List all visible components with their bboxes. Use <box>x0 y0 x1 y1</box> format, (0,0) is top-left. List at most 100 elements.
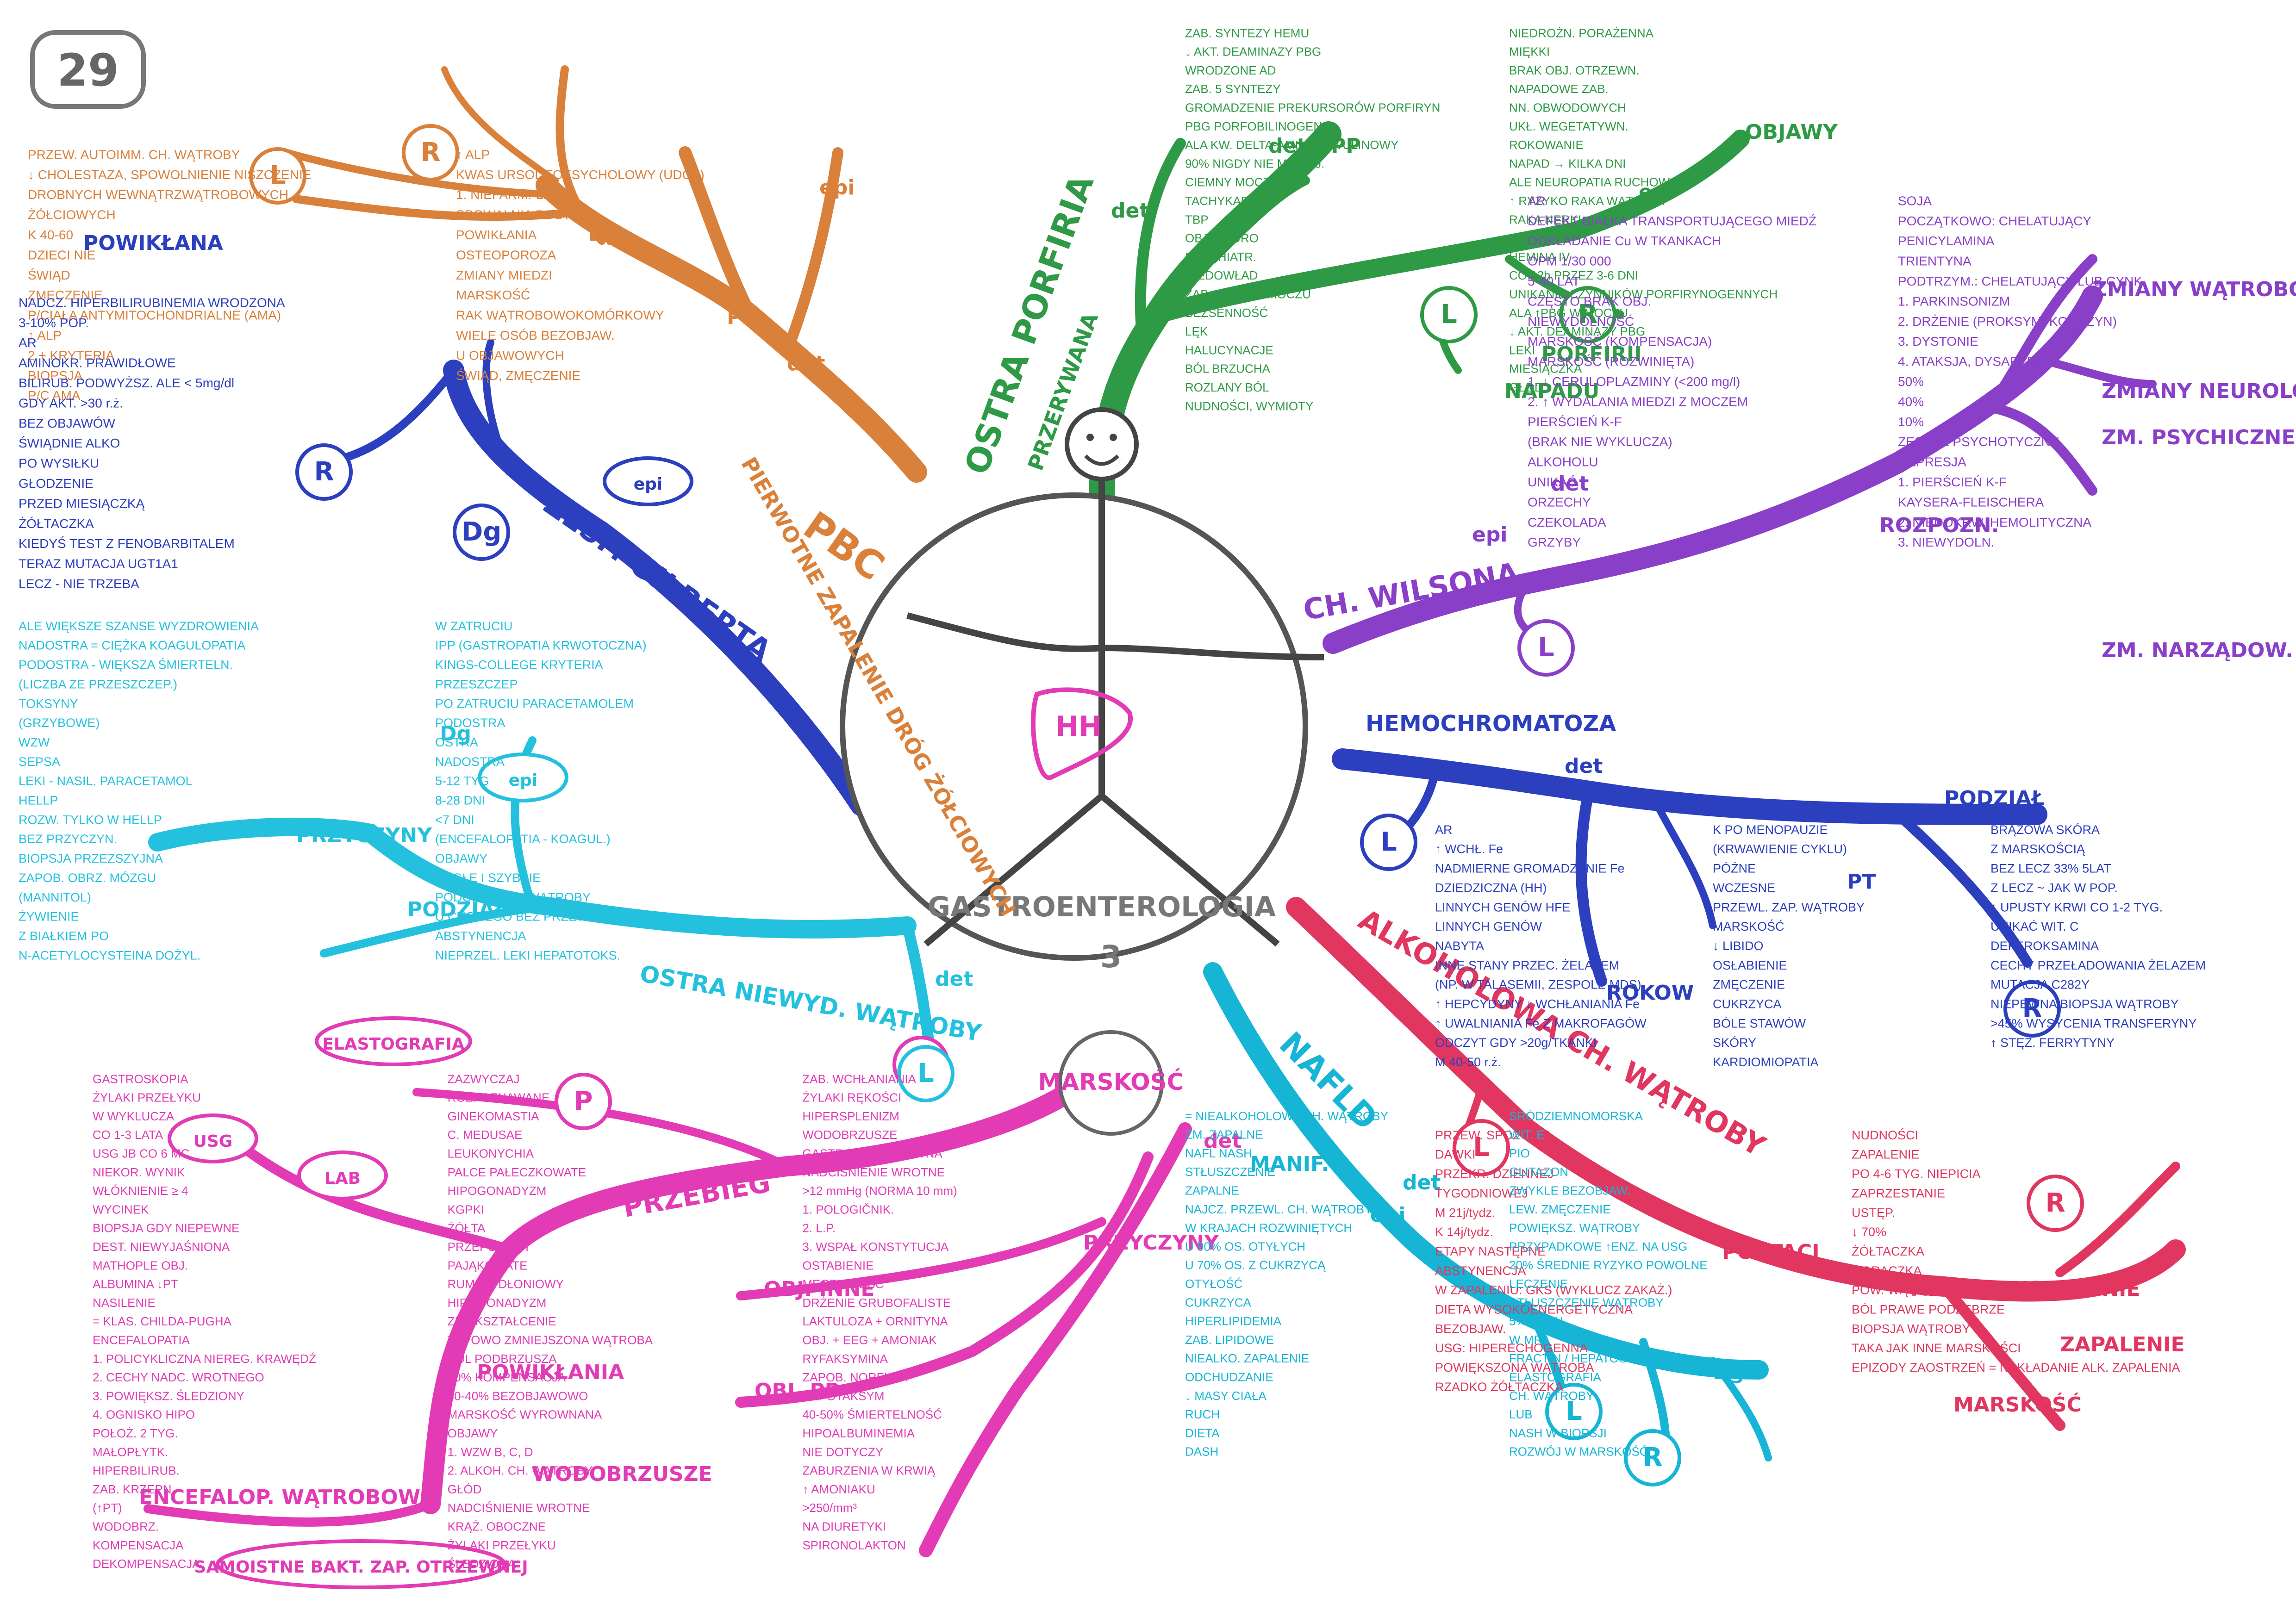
marskosc-note: NIE DOTYCZY <box>802 1445 883 1459</box>
niewydolnosc-notes: ALE WIĘKSZE SZANSE WYZDROWIENIANADOSTRA … <box>19 619 647 962</box>
marskosc-note: NIEKOR. WYNIK <box>93 1165 185 1179</box>
niewydolnosc-marker-text: epi <box>509 771 538 790</box>
porfiria-note: ZAB. ODDAW. MOCZU <box>1185 287 1311 301</box>
center-tag: MARSKOŚĆ <box>1038 1068 1184 1095</box>
hemochromatoza-note: ↑ WCHŁ. Fe <box>1435 842 1503 856</box>
niewydolnosc-marker-dg: Dg <box>440 722 471 746</box>
marskosc-note: OSTABIENIE <box>802 1258 873 1272</box>
alkohol-marker-postaci: POSTACI <box>1722 1240 1820 1264</box>
marskosc-note: HIPOGONADYZM <box>448 1184 547 1198</box>
nafld-note: POWIĘKSZ. WĄTROBY <box>1509 1221 1640 1235</box>
marskosc-note: ALBUMINA ↓PT <box>93 1277 178 1291</box>
alkohol-note: PO 4-6 TYG. NIEPICIA <box>1852 1167 1981 1181</box>
pbc-note: 1. NIEFARM.-LEKI <box>456 187 564 202</box>
wilson-note: ORZECHY <box>1528 495 1591 509</box>
porfiria-note: NN. OBWODOWYCH <box>1509 101 1626 115</box>
marskosc-marker-text: PRZYCZYNY <box>1083 1231 1219 1255</box>
nafld-note: WIT. E <box>1509 1128 1545 1142</box>
niewydolnosc-note: OBJAWY <box>435 852 487 865</box>
wilson-note: CZĘSTO BRAK OBJ. <box>1528 294 1651 308</box>
hemochromatoza-note: ↑ UPUSTY KRWI CO 1-2 TYG. <box>1990 900 2163 914</box>
wilson-marker-epi: epi <box>1472 523 1507 547</box>
niewydolnosc-note: PRZESZCZEP <box>435 677 518 691</box>
niewydolnosc-marker-text: det <box>935 967 973 991</box>
gilbert-marker-dg: Dg <box>453 504 510 561</box>
niewydolnosc-note: 8-28 DNI <box>435 794 485 808</box>
alkohol-note: GORĄCZKA <box>1852 1264 1922 1278</box>
marskosc-note: BÓL PODBRZUSZA <box>448 1352 557 1366</box>
marskosc-note: DEKOMPENSACJA <box>93 1557 200 1571</box>
pbc-marker-text: epi <box>819 176 855 199</box>
porfiria-marker-epi: epi <box>1639 180 1674 204</box>
pbc-marker-text: L <box>269 161 286 191</box>
pbc-note: U OBJAWOWYCH <box>456 348 564 362</box>
hemochromatoza-marker-det: det <box>1565 754 1603 778</box>
marskosc-note: SPIRONOLAKTON <box>802 1538 905 1552</box>
wilson-note: TRIENTYNA <box>1898 254 1972 268</box>
nafld-note: ŚRÓDZIEMNOMORSKA <box>1509 1109 1643 1123</box>
marskosc-note: WŁÓKNIENIE ≥ 4 <box>93 1184 188 1198</box>
wilson-note: ALKOHOLU <box>1528 455 1598 469</box>
pbc-note: KWAS URSODEOKSYCHOLOWY (UDCA) <box>456 168 705 182</box>
marskosc-marker-encefalopatia: ENCEFALOP. WĄTROBOWA <box>139 1486 435 1509</box>
pbc-note: ↓ CHOLESTAZA, SPOWOLNIENIE NISZCZENIE <box>28 168 311 182</box>
nafld-marker-text: MANIF. <box>1250 1152 1329 1176</box>
marskosc-note: BIOPSJA GDY NIEPEWNE <box>93 1221 239 1235</box>
liver-label: HH <box>1055 710 1102 743</box>
marskosc-note: MĘCZLIWOŚĆ <box>802 1277 884 1291</box>
gilbert-note: LECZ - NIE TRZEBA <box>19 577 139 591</box>
porfiria-marker-text: NAPADU <box>1504 379 1599 403</box>
niewydolnosc-note: TOKSYNY <box>19 696 78 710</box>
nafld-marker-manif: MANIF. <box>1250 1152 1329 1176</box>
alkohol-marker-text: ALK. STŁUSZCZENIE <box>1912 1277 2140 1301</box>
alkohol-note: ZAPRZESTANIE <box>1852 1186 1945 1200</box>
marskosc-marker-text: OBJ. PP <box>755 1379 840 1403</box>
wilson-note: CZEKOLADA <box>1528 515 1606 529</box>
hemochromatoza-note: CUKRZYCA <box>1713 997 1782 1011</box>
nafld-note: OTYŁOŚĆ <box>1185 1277 1242 1291</box>
marskosc-note: ENCEFALOPATIA <box>93 1333 190 1347</box>
nafld-marker-l: L <box>1545 1383 1603 1440</box>
porfiria-marker-text: L <box>1441 299 1457 330</box>
niewydolnosc-marker-l: L <box>897 1045 955 1102</box>
hemochromatoza-note: CECHY PRZEŁADOWANIA ŻELAZEM <box>1990 958 2206 972</box>
wilson-marker-text: ZMIANY WĄTROBOWE <box>2092 278 2296 301</box>
alkohol-marker-text: POSTACI <box>1722 1240 1820 1264</box>
marskosc-note: PAJĄKOWATE <box>448 1258 528 1272</box>
alkohol-note: BEZOBJAW. <box>1435 1322 1506 1336</box>
porfiria-note: PSYCHIATR. <box>1185 250 1256 264</box>
porfiria-note: NIEDROŻN. PORAŻENNA <box>1509 26 1654 40</box>
nafld-marker-det: det <box>1403 1171 1441 1194</box>
marskosc-note: ŻYLAKI PRZEŁYKU <box>448 1538 556 1552</box>
niewydolnosc-note: BEZ PRZYCZYN. <box>19 832 117 846</box>
alkohol-note: ETAPY NASTĘPNE <box>1435 1244 1546 1258</box>
marskosc-note: NASILENIE <box>93 1296 156 1310</box>
marskosc-note: C. MEDUSAE <box>448 1128 523 1142</box>
porfiria-note: ↓ AKT. DEAMINAZY PBG <box>1185 45 1321 59</box>
wilson-note: SOJA <box>1898 193 1932 208</box>
wilson-note: PENICYLAMINA <box>1898 234 1995 248</box>
alkohol-marker-text: R <box>2045 1188 2065 1218</box>
wilson-marker-rozpozn: ROZPOZN. <box>1879 514 1999 537</box>
marskosc-note: LAKTULOZA + ORNITYNA <box>802 1314 948 1328</box>
niewydolnosc-note: PODORSZ. CZ. WĄTROBY <box>435 890 591 904</box>
pbc-marker-dg: Dg <box>588 222 619 246</box>
nafld-marker-epi: epi <box>1370 1203 1405 1227</box>
marskosc-note: 1. WZW B, C, D <box>448 1445 533 1459</box>
porfiria-note: GROMADZENIE PREKURSORÓW PORFIRYN <box>1185 101 1440 115</box>
wilson-note: 50% <box>1898 374 1924 389</box>
hemochromatoza-note: PRZEWL. ZAP. WĄTROBY <box>1713 900 1865 914</box>
marskosc-marker-text: POWIKŁANIA <box>477 1361 624 1384</box>
marskosc-note: ŻYLAKI RĘKOŚCI <box>802 1091 901 1105</box>
marskosc-note: HIPERSPLENIZM <box>802 1109 899 1123</box>
porfiria-note: ZAB. SYNTEZY HEMU <box>1185 26 1309 40</box>
alkohol-note: EPIZODY ZAOSTRZEŃ = NAKŁADANIE ALK. ZAPA… <box>1852 1361 2180 1374</box>
alkohol-note: BÓL PRAWE PODŻEBRZE <box>1852 1302 2005 1317</box>
alkohol-note: PRZEW. SPOŻYCIE <box>1435 1128 1550 1142</box>
hemochromatoza-label: HEMOCHROMATOZA <box>1366 711 1616 737</box>
marskosc-marker-obj-pp: OBJ. PP <box>755 1379 840 1403</box>
wilson-note: PIERŚCIEŃ K-F <box>1528 414 1622 429</box>
pbc-note: ZMĘCZENIE <box>28 288 103 302</box>
niewydolnosc-note: ABSTYNENCJA <box>435 929 526 943</box>
